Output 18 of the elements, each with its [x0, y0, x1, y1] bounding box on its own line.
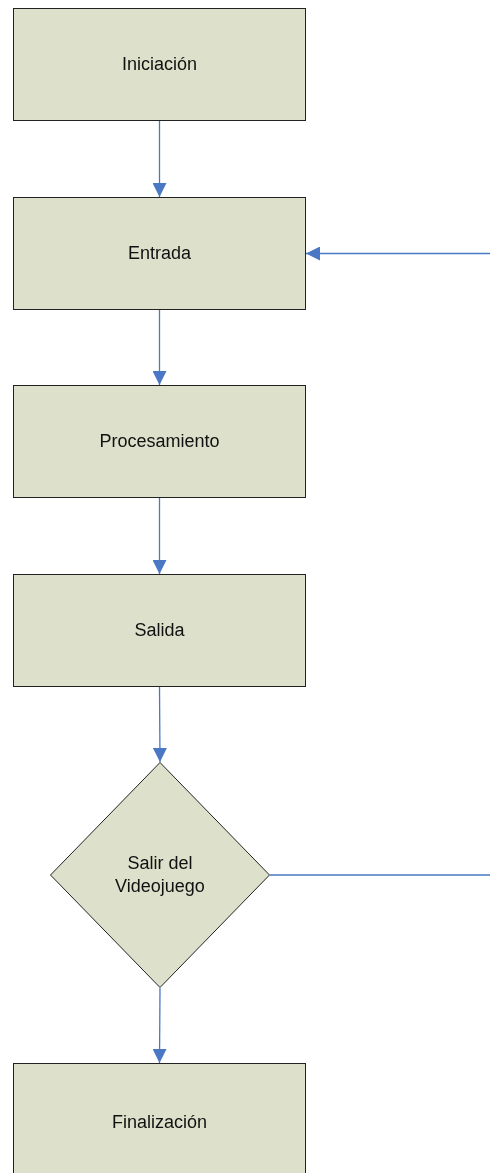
node-label: Procesamiento	[99, 429, 220, 453]
node-label: Finalización	[111, 1111, 207, 1135]
arrow	[152, 309, 167, 386]
process-box	[13, 574, 306, 687]
arrow	[152, 120, 167, 198]
arrow	[152, 497, 167, 575]
arrow	[152, 987, 167, 1064]
decision-diamond	[50, 762, 270, 988]
node-label: Salir del Videojuego	[114, 851, 206, 898]
process-box	[13, 385, 306, 498]
node-label: Iniciación	[121, 52, 197, 76]
process-box	[13, 197, 306, 310]
process-box	[13, 8, 306, 121]
node-label: Entrada	[127, 241, 191, 265]
process-box	[13, 1063, 306, 1173]
arrow	[152, 686, 167, 763]
node-label: Salida	[134, 618, 185, 642]
arrow	[269, 246, 490, 876]
